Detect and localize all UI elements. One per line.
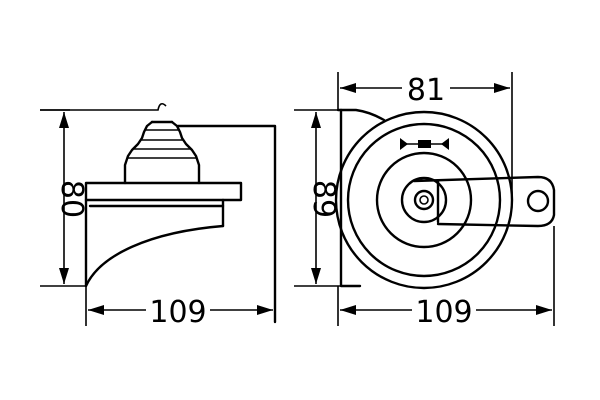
front-top-dimension: 81 xyxy=(337,70,513,196)
side-view-horn-outline xyxy=(40,102,277,324)
horn-symbol-icon xyxy=(400,138,449,150)
front-height-label: 89 xyxy=(306,180,341,218)
side-view: 80 109 xyxy=(40,102,277,330)
side-width-dimension: 109 xyxy=(85,286,273,330)
front-top-label: 81 xyxy=(407,73,445,108)
side-height-dimension: 80 xyxy=(40,109,89,287)
side-width-label: 109 xyxy=(149,295,206,330)
front-view: 81 89 109 xyxy=(294,70,556,330)
front-view-horn-outline xyxy=(334,108,556,290)
front-width-dimension: 109 xyxy=(337,226,555,330)
front-width-label: 109 xyxy=(415,295,472,330)
side-height-label: 80 xyxy=(54,180,89,218)
front-height-dimension: 89 xyxy=(294,109,341,287)
